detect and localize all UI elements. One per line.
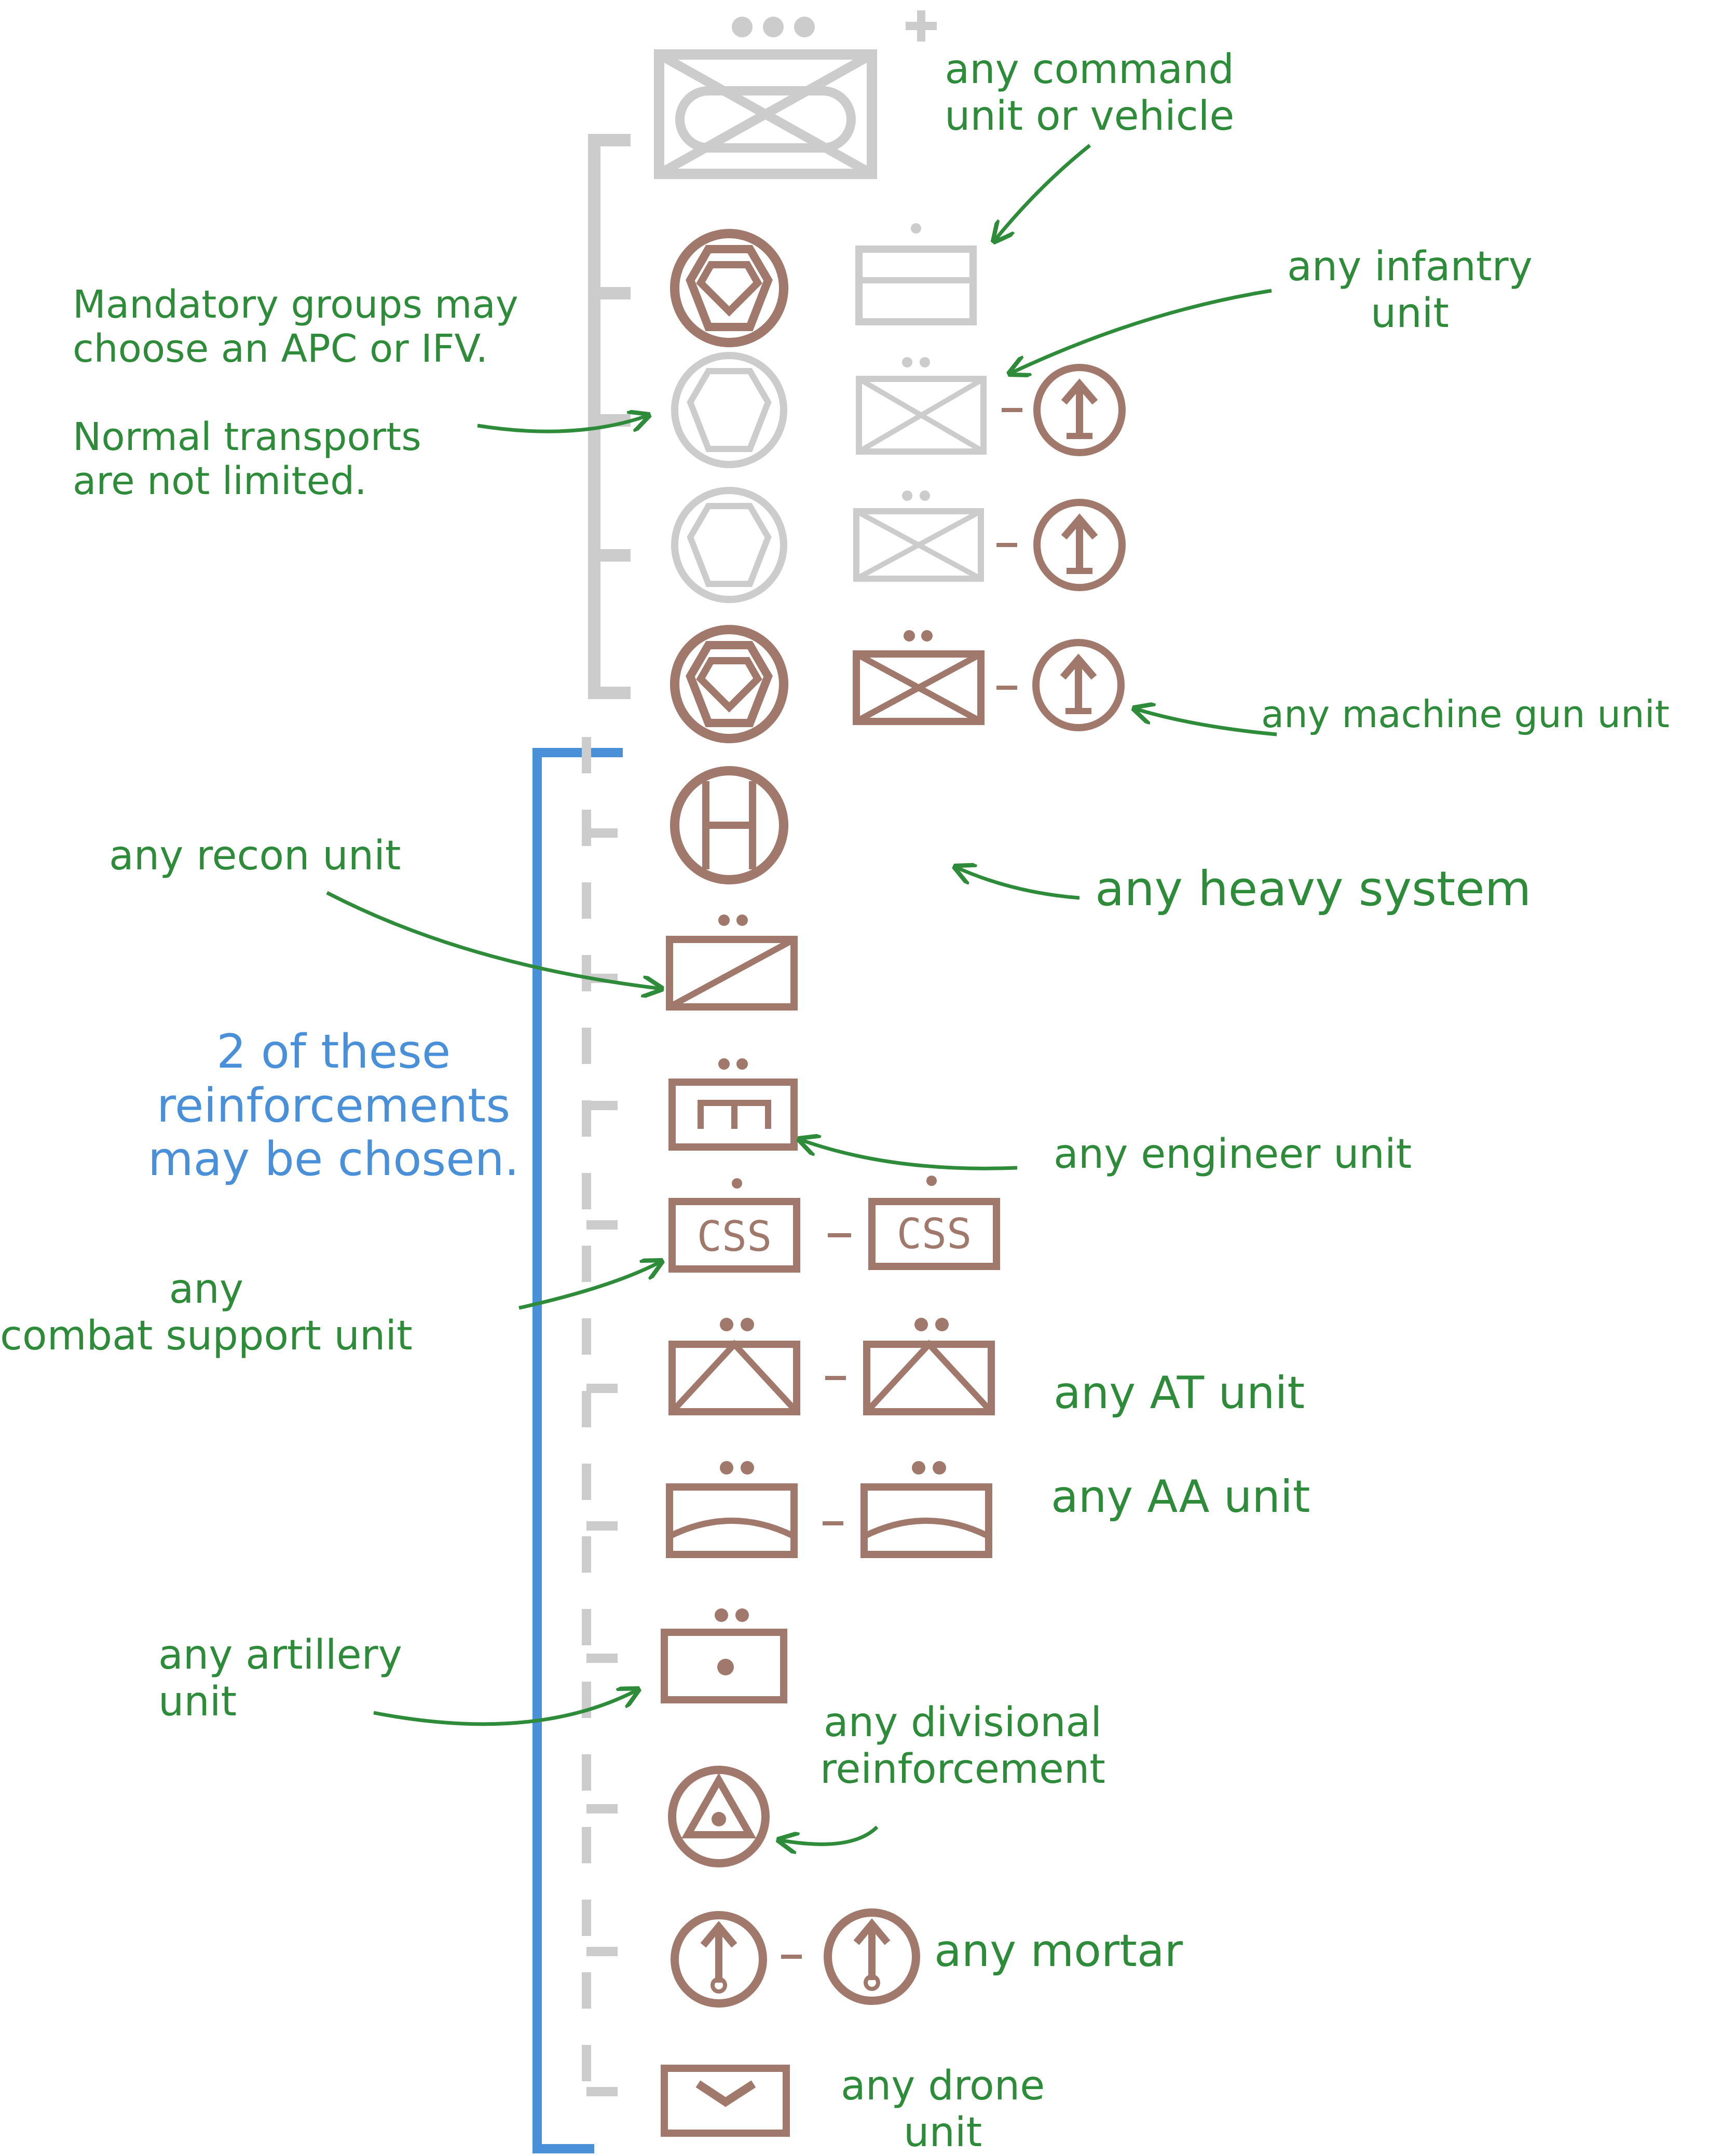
artillery-unit-symbol [661,1608,787,1703]
recon-unit-symbol [666,915,798,1011]
apc-ifv-icon-faded [671,352,787,603]
note-combat-support-unit: any combat support unit [0,1266,413,1359]
heavy-system-icon [670,766,788,884]
note-mortar: any mortar [934,1925,1183,1977]
drone-unit-symbol [661,2065,790,2137]
note-machine-gun-unit: any machine gun unit [1261,692,1670,736]
note-reinforcement-choice: 2 of these reinforcements may be chosen. [148,1025,520,1186]
note-normal-transports: Normal transports are not limited. [73,415,421,504]
mortar-icon [671,1908,920,2008]
reinforcement-dashed-tree [582,737,618,2097]
note-command-unit: any command unit or vehicle [945,46,1235,140]
machine-gun-icon [996,364,1126,591]
note-at-unit: any AT unit [1054,1367,1305,1419]
annotation-arrows [326,144,1277,1844]
note-heavy-system: any heavy system [1095,861,1532,917]
command-unit-symbol [855,223,977,325]
mandatory-bracket [588,134,631,699]
infantry-unit-symbol-faded [853,357,987,582]
note-divisional-reinforcement: any divisional reinforcement [820,1699,1105,1793]
engineer-unit-symbol [668,1058,798,1151]
hq-command-symbol [654,17,877,179]
infantry-unit-symbol [853,630,1125,731]
note-artillery-unit: any artillery unit [158,1632,402,1725]
svg-text:CSS: CSS [897,1210,972,1258]
anti-air-unit-symbol [666,1461,992,1558]
note-aa-unit: any AA unit [1051,1471,1310,1523]
note-drone-unit: any drone unit [841,2063,1045,2156]
anti-tank-unit-symbol [668,1318,995,1415]
note-infantry-unit: any infantry unit [1287,243,1533,337]
note-engineer-unit: any engineer unit [1054,1131,1412,1178]
note-recon-unit: any recon unit [109,833,401,879]
combat-support-unit-symbol: CSS CSS [668,1176,1000,1273]
note-mandatory-groups: Mandatory groups may choose an APC or IF… [73,282,518,372]
reinforcement-bracket [532,748,623,2153]
divisional-reinforcement-icon [668,1766,770,1867]
svg-text:CSS: CSS [697,1212,772,1261]
apc-ifv-icon-solid [670,625,788,743]
plus-icon[interactable] [906,10,937,42]
apc-ifv-icon [670,229,788,347]
